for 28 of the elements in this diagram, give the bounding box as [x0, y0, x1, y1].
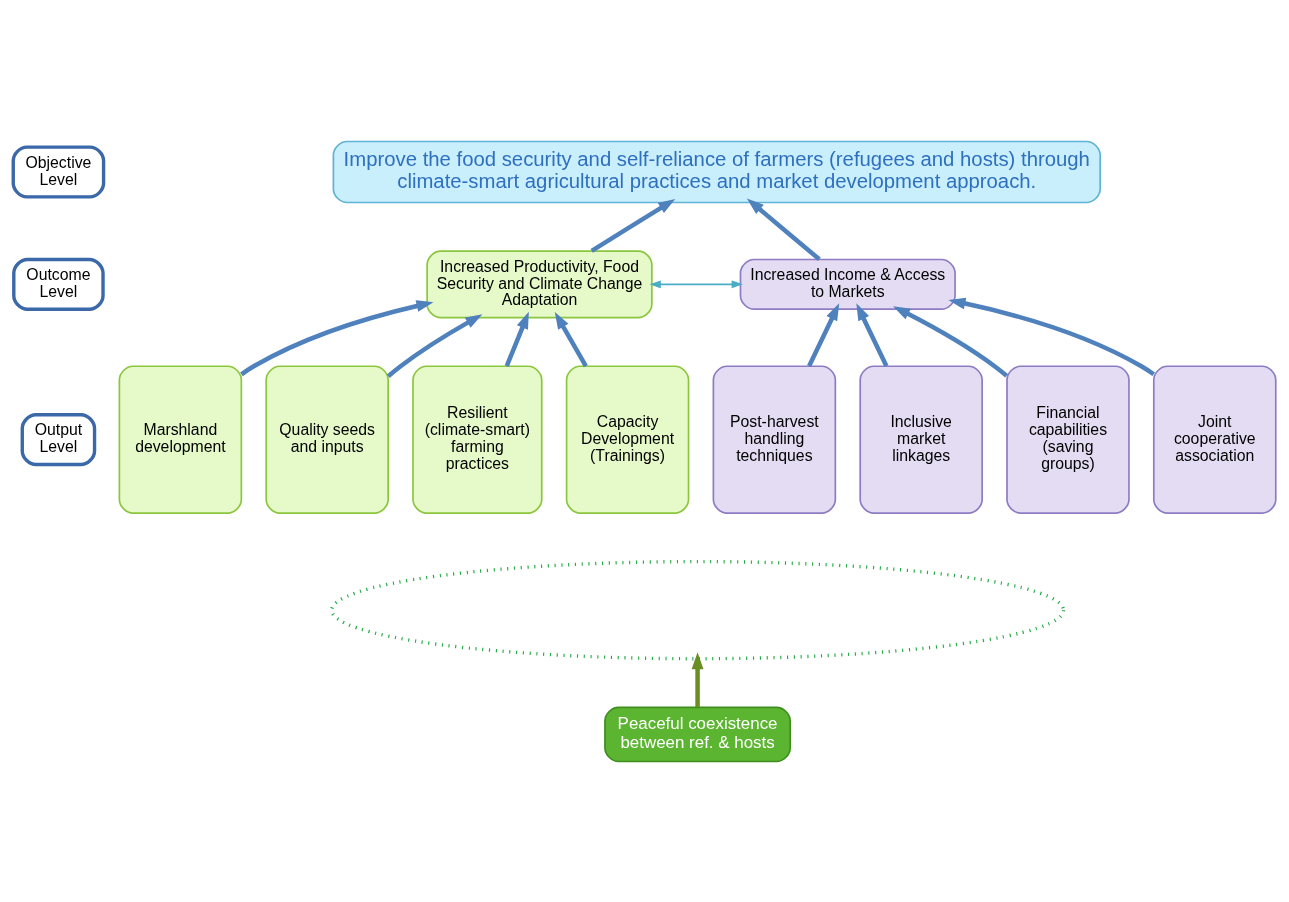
arrow [746, 197, 821, 261]
node-box: Marshland development [118, 364, 243, 514]
arrow [590, 198, 676, 253]
arrow [856, 302, 889, 367]
arrow [893, 305, 1008, 377]
node-box: Financial capabilities (saving groups) [1006, 364, 1130, 514]
arrow [240, 299, 434, 376]
node-box: Post-harvest handling techniques [712, 364, 837, 514]
node-box: Increased Productivity, Food Security and Climate Change Adaptation [426, 249, 653, 319]
node-box: Capacity Development (Trainings) [565, 364, 690, 514]
node-box: Improve the food security and self-reliance of farmers (refugees and hosts) through climate-smart agricultural practices and market development approach. [332, 140, 1101, 203]
node-box: Joint cooperative association [1152, 364, 1277, 514]
arrow [649, 279, 743, 288]
node-box: Inclusive market linkages [859, 364, 983, 514]
node-box: Quality seeds and inputs [265, 364, 389, 514]
node-box: Outcome Level [12, 257, 105, 311]
node-box: Peaceful coexistence between ref. & hosts [604, 705, 792, 762]
arrow [807, 302, 840, 367]
node-ellipse [330, 559, 1066, 660]
node-box: Resilient (climate-smart) farming practices [412, 364, 543, 514]
arrow [691, 651, 704, 707]
arrow [554, 311, 588, 367]
node-box: Increased Income & Access to Markets [739, 258, 956, 310]
node-box: Output Level [20, 412, 97, 466]
node-box: Objective Level [11, 144, 106, 199]
arrow [386, 313, 483, 378]
arrow [948, 297, 1155, 376]
arrow [504, 311, 529, 367]
